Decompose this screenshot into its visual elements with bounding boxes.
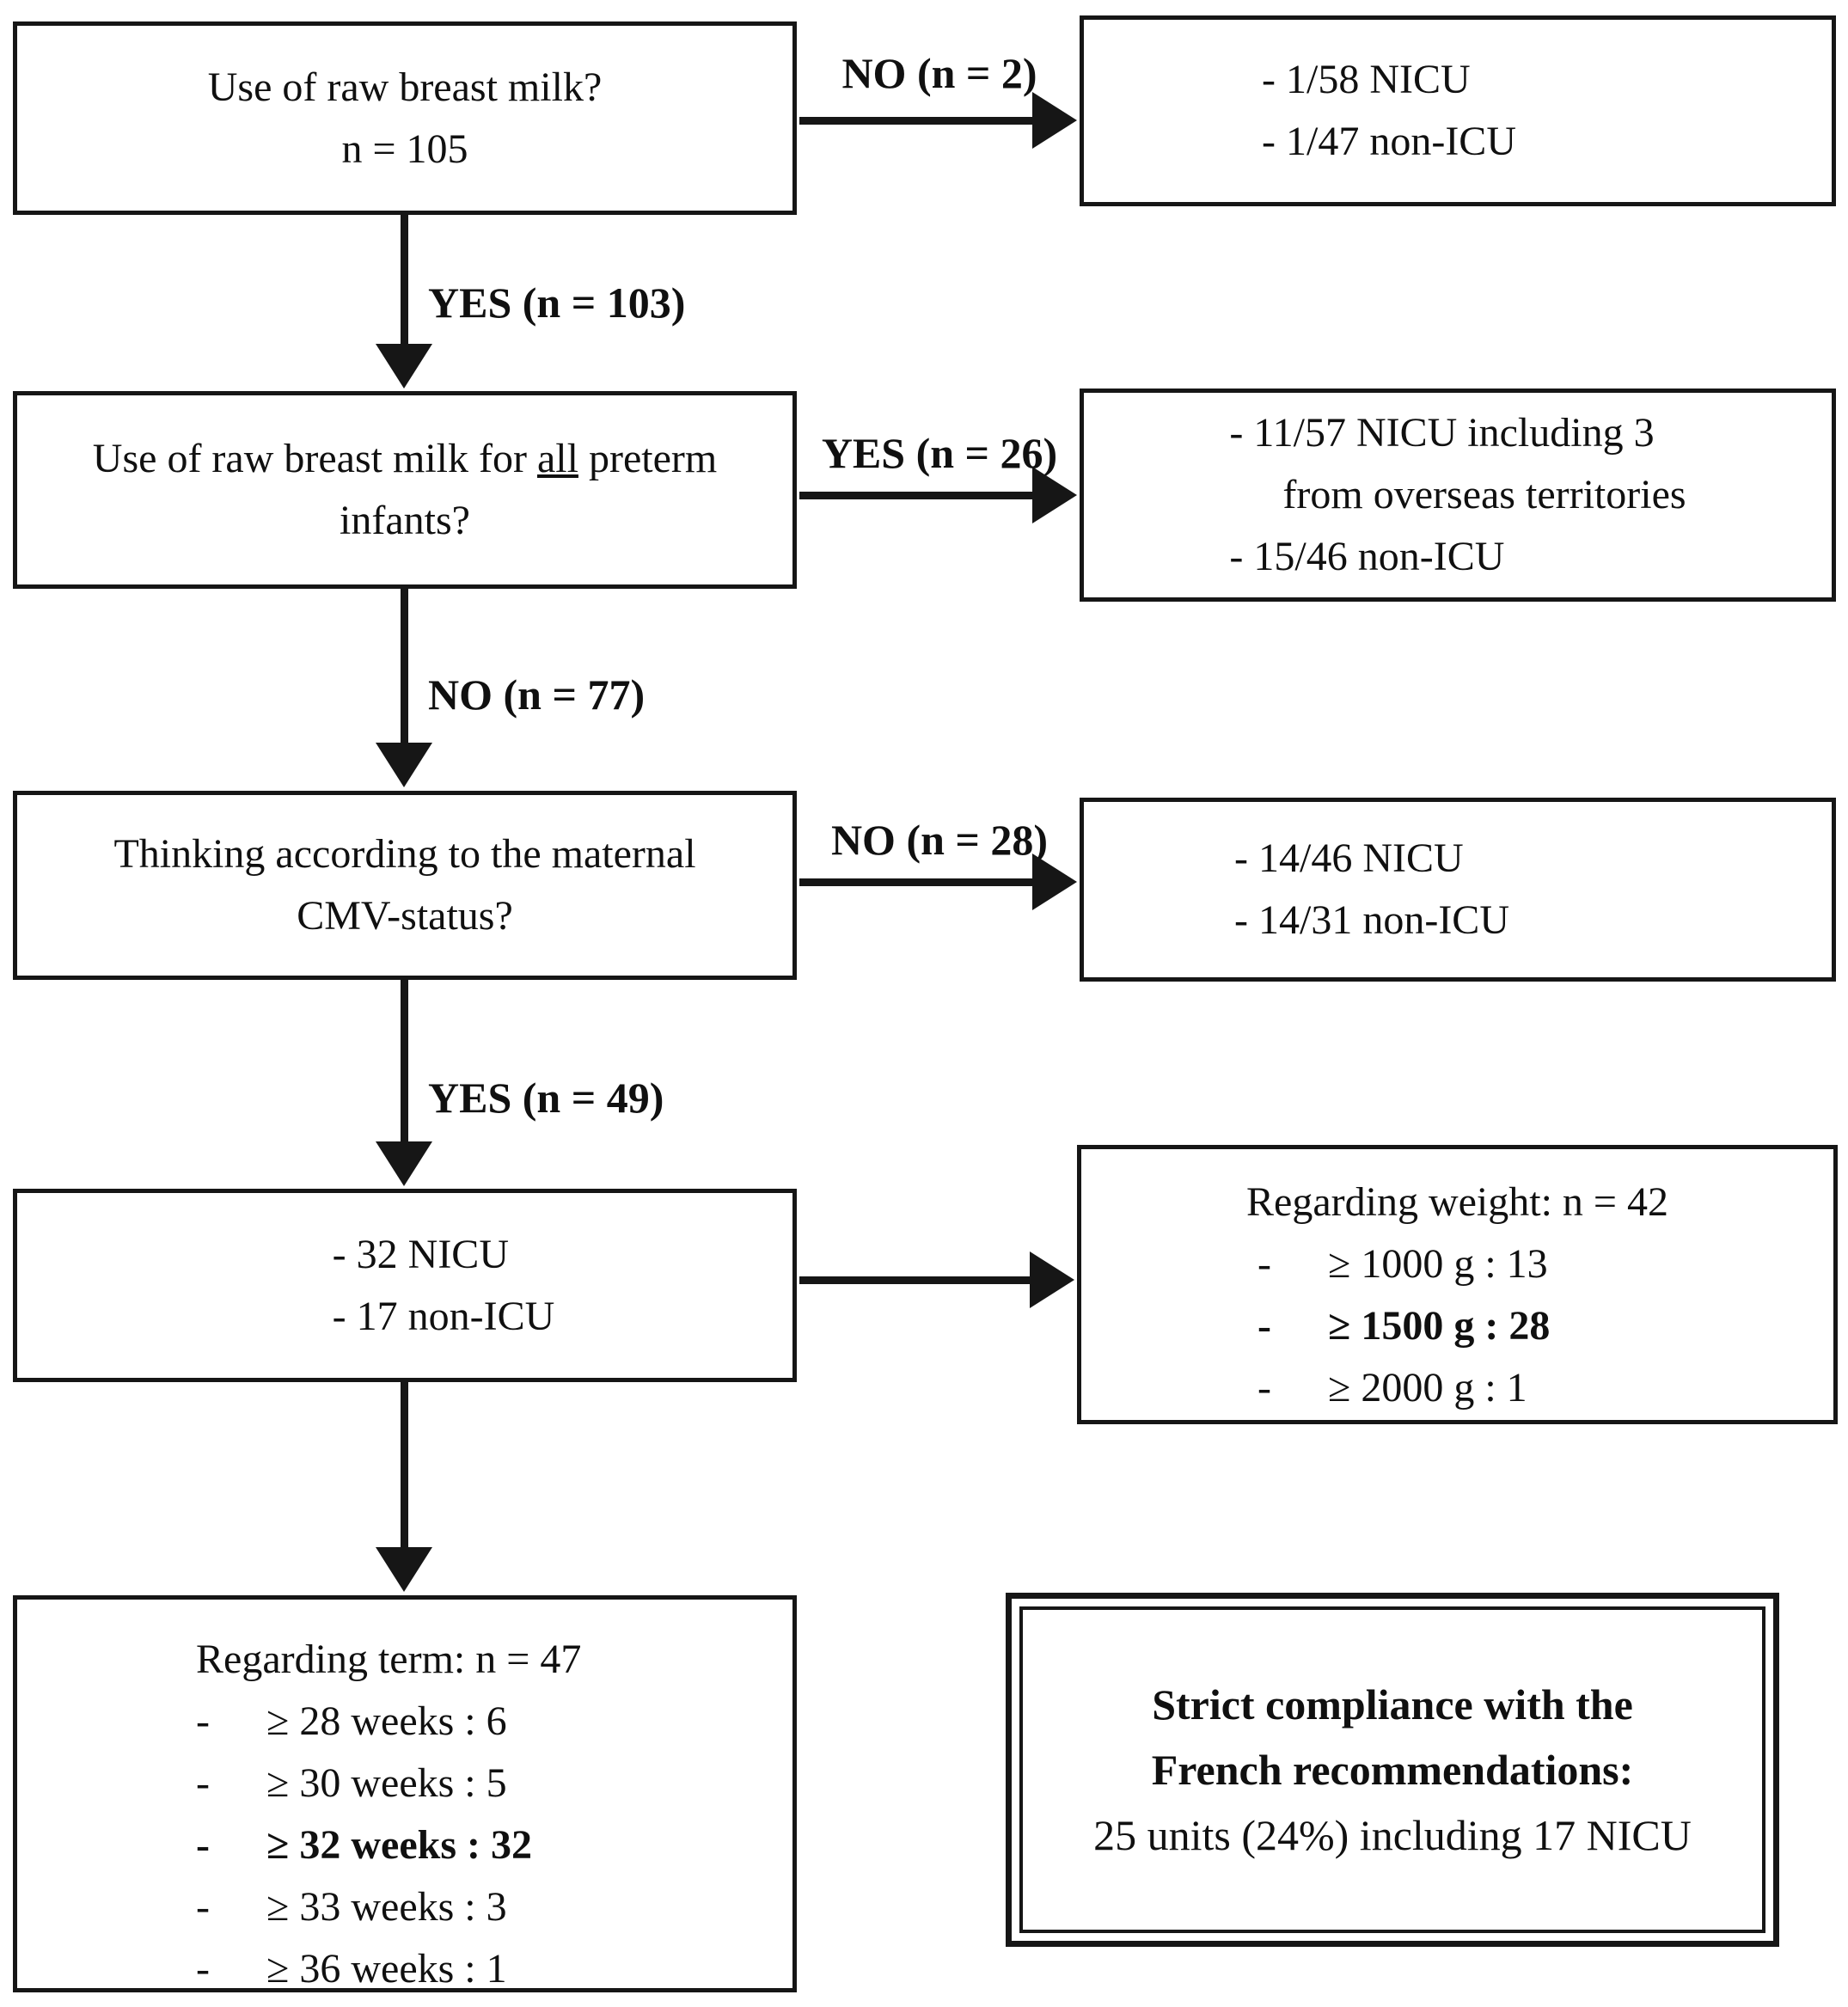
box-use-raw-milk-text: Use of raw breast milk? n = 105	[208, 57, 603, 181]
result-line: - 14/46 NICU	[1234, 835, 1464, 881]
bullet-dash: -	[1257, 1303, 1271, 1349]
label-no-n2: NO (n = 2)	[841, 49, 1037, 97]
box-strict-compliance: Strict compliance with the French recomm…	[1006, 1593, 1779, 1947]
box-yes-all-result-text: - 11/57 NICU including 3 from overseas t…	[1229, 402, 1686, 588]
term-row: - ≥ 36 weeks : 1	[196, 1938, 792, 2000]
result-line: - 1/47 non-ICU	[1262, 119, 1516, 164]
question-line: CMV-status?	[297, 893, 513, 939]
term-value: ≥ 32 weeks : 32	[266, 1822, 532, 1868]
arrow-weight-line	[799, 1276, 1033, 1284]
label-yes-n26: YES (n = 26)	[821, 429, 1058, 477]
result-line-continuation: from overseas territories	[1282, 472, 1686, 517]
compliance-line: Strict compliance with the	[1152, 1680, 1633, 1729]
term-value: ≥ 28 weeks : 6	[266, 1698, 507, 1744]
n-count-line: n = 105	[341, 125, 468, 172]
question-segment: preterm	[578, 436, 718, 481]
box-cmv-status-question: Thinking according to the maternal CMV-s…	[13, 791, 797, 980]
arrow-no2-line	[799, 117, 1037, 125]
term-value: ≥ 36 weeks : 1	[266, 1946, 507, 1992]
box-term-criteria: Regarding term: n = 47 - ≥ 28 weeks : 6 …	[13, 1595, 797, 1992]
question-line: Thinking according to the maternal	[113, 831, 696, 877]
term-row: - ≥ 28 weeks : 6	[196, 1691, 792, 1753]
term-value: ≥ 33 weeks : 3	[266, 1884, 507, 1930]
box-weight-criteria-text: Regarding weight: n = 42 - ≥ 1000 g : 13…	[1081, 1149, 1833, 1419]
arrow-term-line	[401, 1382, 408, 1549]
bullet-dash: -	[196, 1698, 210, 1744]
compliance-line: 25 units (24%) including 17 NICU	[1093, 1811, 1692, 1859]
compliance-line: French recommendations:	[1151, 1746, 1634, 1794]
box-cmv-yes-units-text: - 32 NICU - 17 non-ICU	[333, 1224, 555, 1348]
bullet-dash: -	[1257, 1365, 1271, 1410]
arrowhead-down-icon	[376, 1141, 432, 1186]
weight-value: ≥ 1500 g : 28	[1328, 1303, 1551, 1349]
bullet-dash: -	[1257, 1241, 1271, 1287]
box-strict-compliance-text: Strict compliance with the French recomm…	[1019, 1606, 1765, 1933]
arrowhead-right-icon	[1032, 854, 1077, 910]
arrow-yes26-line	[799, 492, 1037, 499]
box-cmv-status-text: Thinking according to the maternal CMV-s…	[113, 823, 695, 947]
arrowhead-right-icon	[1030, 1251, 1074, 1308]
arrow-no28-line	[799, 878, 1037, 886]
arrowhead-down-icon	[376, 743, 432, 787]
box-no-cmv-result: - 14/46 NICU - 14/31 non-ICU	[1080, 798, 1836, 982]
weight-row: - ≥ 1500 g : 28	[1257, 1295, 1833, 1357]
question-segment: Use of raw breast milk for	[92, 436, 537, 481]
term-row: - ≥ 33 weeks : 3	[196, 1876, 792, 1938]
underlined-word: all	[536, 436, 578, 481]
label-no-n28: NO (n = 28)	[830, 816, 1049, 864]
term-row: - ≥ 30 weeks : 5	[196, 1753, 792, 1814]
result-line: - 14/31 non-ICU	[1234, 897, 1509, 943]
box-all-preterm-text: Use of raw breast milk for all preterm i…	[93, 428, 717, 552]
label-yes-n49: YES (n = 49)	[428, 1074, 664, 1122]
arrowhead-right-icon	[1032, 467, 1077, 523]
term-row: - ≥ 32 weeks : 32	[196, 1814, 792, 1876]
term-title: Regarding term: n = 47	[196, 1637, 582, 1682]
box-no-raw-milk-result-text: - 1/58 NICU - 1/47 non-ICU	[1262, 49, 1516, 173]
term-value: ≥ 30 weeks : 5	[266, 1760, 507, 1806]
weight-row: - ≥ 2000 g : 1	[1257, 1357, 1833, 1419]
result-line: - 32 NICU	[332, 1231, 509, 1277]
box-yes-all-result: - 11/57 NICU including 3 from overseas t…	[1080, 389, 1836, 602]
result-line: - 11/57 NICU including 3	[1229, 410, 1655, 456]
bullet-dash: -	[196, 1946, 210, 1992]
weight-row: - ≥ 1000 g : 13	[1257, 1233, 1833, 1295]
question-line: Use of raw breast milk for all preterm	[93, 428, 717, 490]
arrow-no77-line	[401, 589, 408, 744]
result-line: - 15/46 non-ICU	[1229, 534, 1505, 579]
result-line: - 17 non-ICU	[332, 1293, 555, 1339]
box-use-raw-milk: Use of raw breast milk? n = 105	[13, 21, 797, 215]
result-line: - 1/58 NICU	[1262, 57, 1471, 102]
bullet-dash: -	[196, 1822, 210, 1868]
box-no-cmv-result-text: - 14/46 NICU - 14/31 non-ICU	[1234, 828, 1509, 951]
weight-title: Regarding weight: n = 42	[1246, 1179, 1668, 1225]
box-no-raw-milk-result: - 1/58 NICU - 1/47 non-ICU	[1080, 15, 1836, 206]
box-cmv-yes-units: - 32 NICU - 17 non-ICU	[13, 1189, 797, 1382]
box-weight-criteria: Regarding weight: n = 42 - ≥ 1000 g : 13…	[1077, 1145, 1838, 1424]
bullet-dash: -	[196, 1884, 210, 1930]
bullet-dash: -	[196, 1760, 210, 1806]
arrow-yes49-line	[401, 980, 408, 1143]
question-line: Use of raw breast milk?	[207, 64, 603, 110]
question-line: infants?	[340, 498, 470, 543]
arrowhead-down-icon	[376, 1547, 432, 1592]
arrow-yes103-line	[401, 215, 408, 346]
arrowhead-down-icon	[376, 344, 432, 389]
box-term-criteria-text: Regarding term: n = 47 - ≥ 28 weeks : 6 …	[17, 1600, 792, 2000]
label-yes-n103: YES (n = 103)	[428, 278, 686, 327]
weight-value: ≥ 1000 g : 13	[1328, 1241, 1548, 1287]
box-all-preterm-question: Use of raw breast milk for all preterm i…	[13, 391, 797, 589]
weight-value: ≥ 2000 g : 1	[1328, 1365, 1527, 1410]
label-no-n77: NO (n = 77)	[428, 670, 646, 719]
arrowhead-right-icon	[1032, 92, 1077, 149]
